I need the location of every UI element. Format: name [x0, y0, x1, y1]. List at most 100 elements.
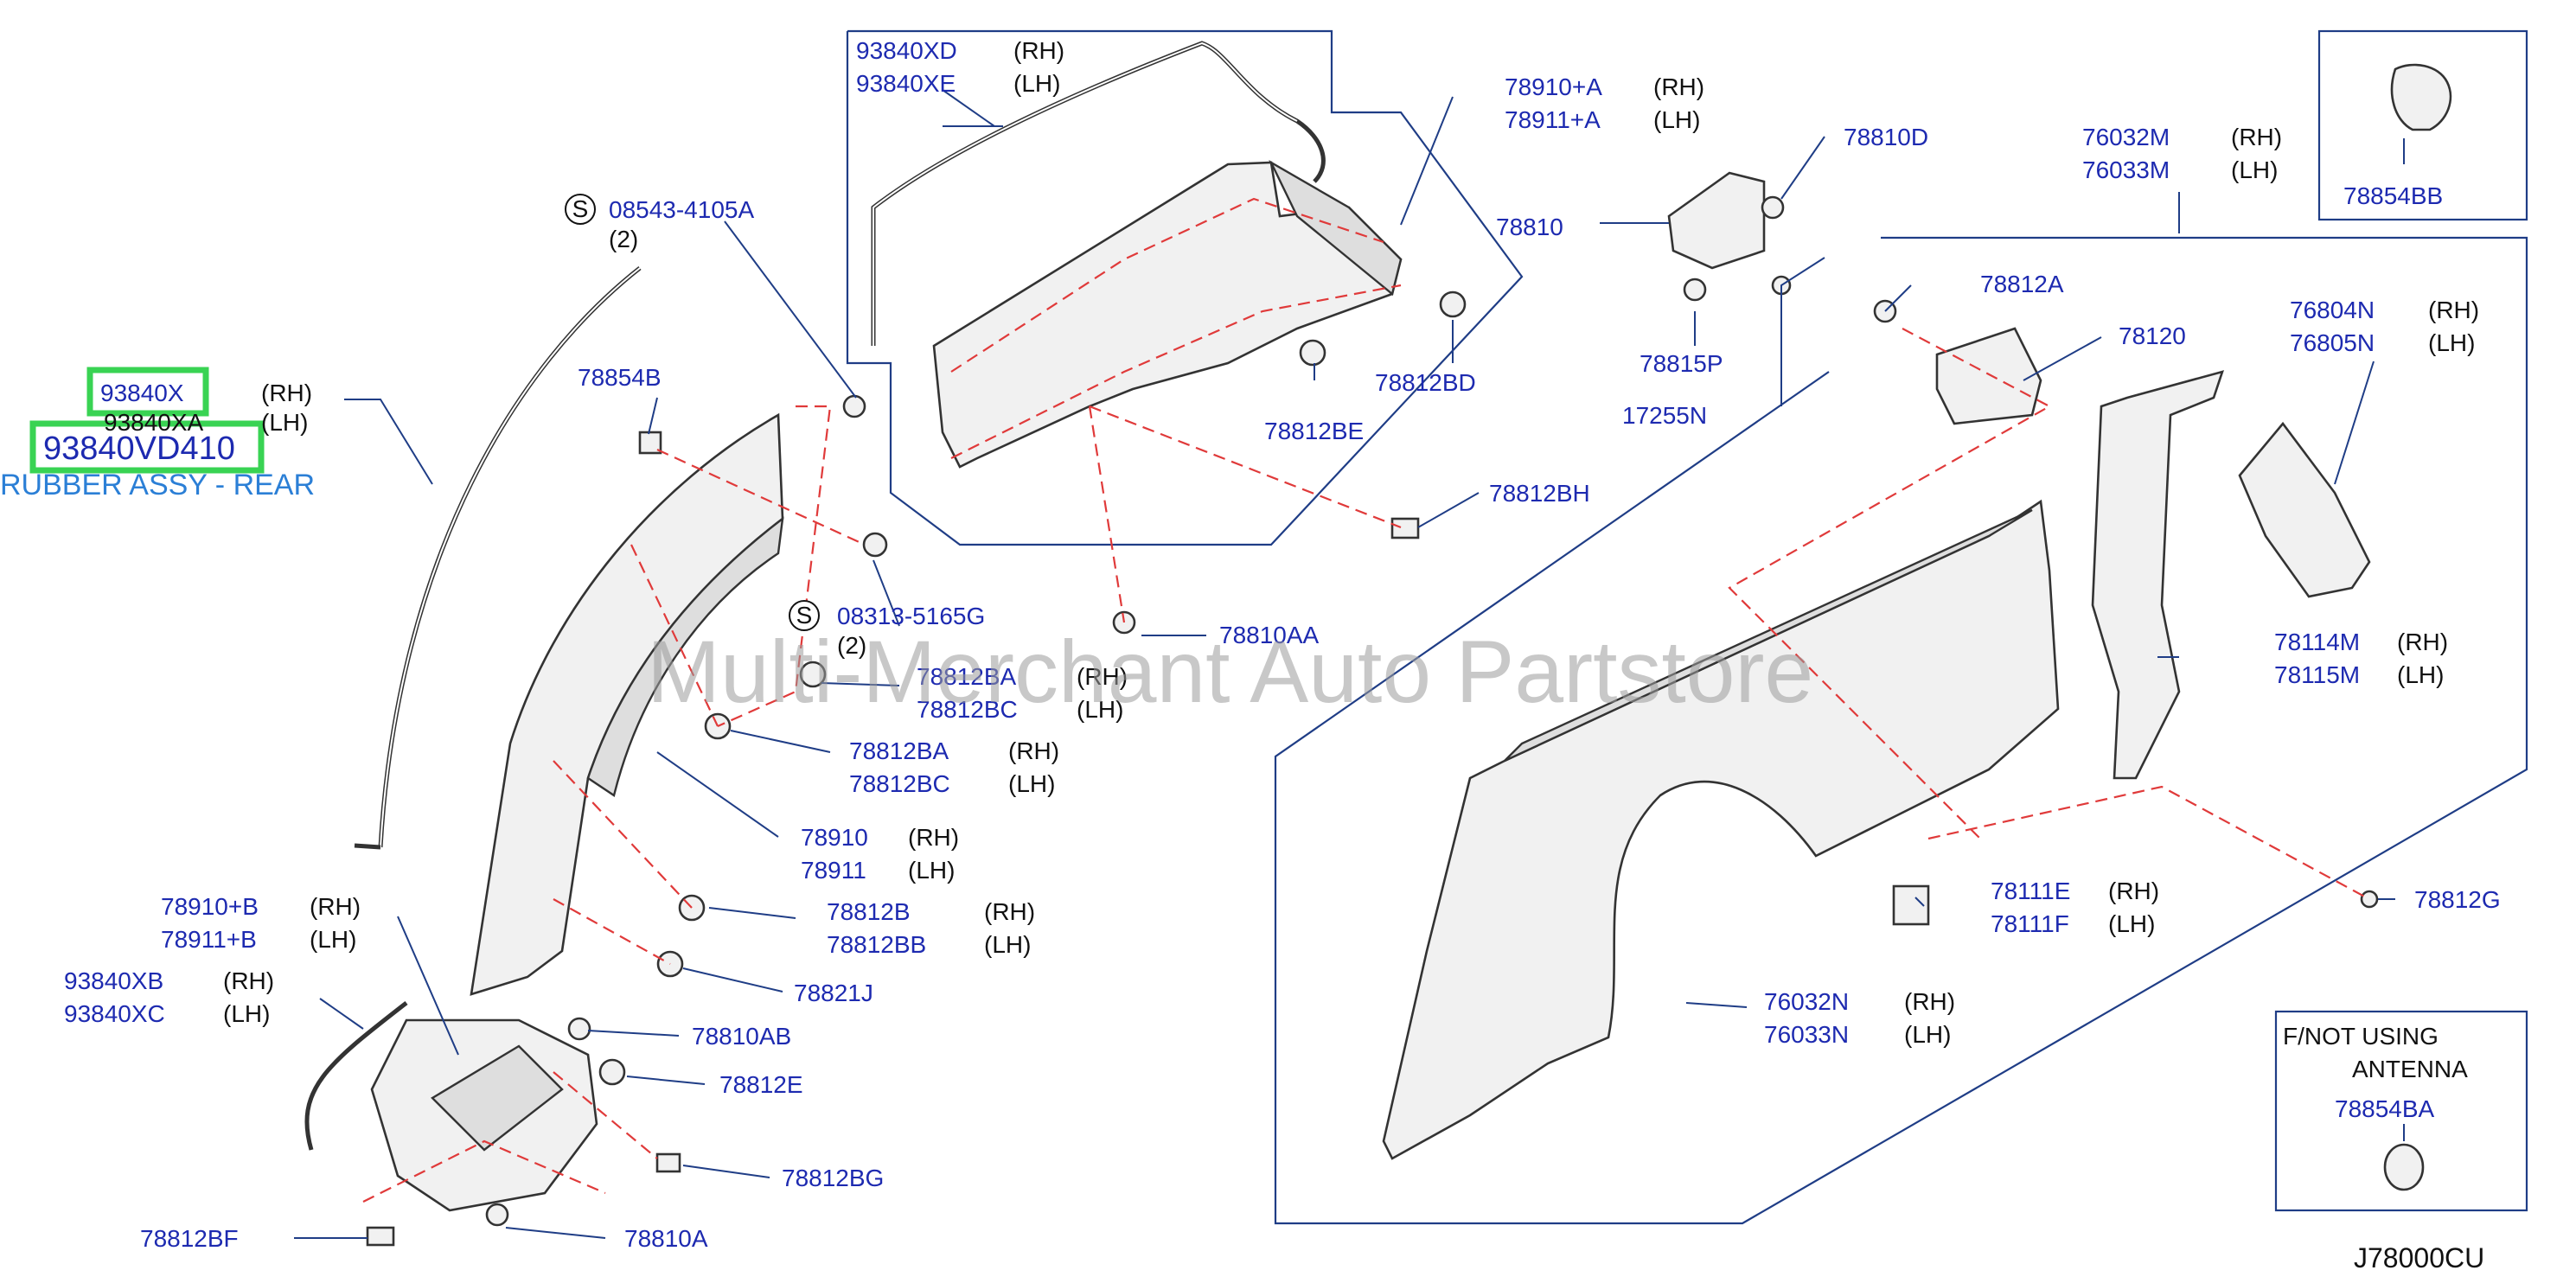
label-78111f[interactable]: 78111F — [1991, 910, 2069, 937]
highlight-part-lh[interactable]: 93840XA — [104, 409, 204, 436]
grommet-78854bb[interactable] — [2390, 63, 2452, 131]
label-17255n[interactable]: 17255N — [1622, 402, 1707, 429]
label-08543-4105a[interactable]: 08543-4105A — [609, 196, 754, 223]
clip-78812be[interactable] — [1299, 339, 1326, 367]
clip-78815p[interactable] — [1683, 278, 1707, 302]
label-78114m[interactable]: 78114M — [2274, 629, 2360, 655]
highlight-box-new-part[interactable] — [29, 420, 265, 474]
svg-text:(RH): (RH) — [2428, 297, 2479, 323]
fuel-filler-lid[interactable] — [1667, 171, 1766, 270]
label-78812bh[interactable]: 78812BH — [1489, 480, 1590, 507]
pillar-panel[interactable] — [2091, 370, 2225, 780]
fuel-filler-housing[interactable] — [1935, 327, 2042, 425]
side-panel-main[interactable] — [1382, 499, 2060, 1160]
label-78812bg[interactable]: 78812BG — [782, 1165, 884, 1191]
clip-78812ba-1[interactable] — [799, 661, 827, 688]
label-93840xc[interactable]: 93840XC — [64, 1000, 165, 1027]
label-78854bb[interactable]: 78854BB — [2343, 182, 2443, 209]
label-78810aa[interactable]: 78810AA — [1219, 622, 1320, 648]
label-78910b[interactable]: 78910+B — [161, 893, 259, 920]
label-78854ba[interactable]: 78854BA — [2335, 1095, 2435, 1122]
label-78911[interactable]: 78911 — [801, 857, 866, 884]
svg-text:(LH): (LH) — [1653, 106, 1700, 133]
label-78854b[interactable]: 78854B — [578, 364, 662, 391]
s-symbol-1: S — [572, 195, 589, 222]
new-part-number[interactable]: 93840VD410 — [43, 431, 235, 467]
part-description: RUBBER ASSY - REAR — [0, 469, 315, 501]
label-78810[interactable]: 78810 — [1496, 214, 1563, 240]
rubber-weatherstrip-short[interactable] — [304, 1001, 408, 1151]
svg-text:(LH): (LH) — [223, 1000, 270, 1027]
trim-panel-upper[interactable] — [932, 161, 1403, 469]
clip-78111e[interactable] — [1892, 884, 1930, 926]
label-93840xb[interactable]: 93840XB — [64, 967, 163, 994]
svg-text:(LH): (LH) — [2108, 910, 2155, 937]
highlight-box-part[interactable] — [86, 367, 209, 417]
label-93840xd[interactable]: 93840XD — [856, 37, 957, 64]
svg-text:(RH): (RH) — [1013, 37, 1064, 64]
label-78812b[interactable]: 78812B — [827, 898, 911, 925]
label-08313-5165g[interactable]: 08313-5165G — [837, 603, 985, 629]
highlight-part-number[interactable]: 93840X — [100, 380, 184, 406]
label-76032n[interactable]: 76032N — [1764, 988, 1849, 1015]
svg-text:(LH): (LH) — [2231, 156, 2278, 183]
label-78910a[interactable]: 78910+A — [1505, 73, 1602, 100]
label-78812bc-2[interactable]: 78812BC — [849, 770, 950, 797]
label-76804n[interactable]: 76804N — [2290, 297, 2375, 323]
clip-78812bg[interactable] — [655, 1152, 681, 1173]
clip-78812bd[interactable] — [1439, 290, 1467, 318]
label-78810a[interactable]: 78810A — [624, 1225, 708, 1252]
svg-text:(RH): (RH) — [1077, 663, 1128, 690]
clip-78810a[interactable] — [485, 1203, 509, 1227]
clip-08543[interactable] — [842, 394, 866, 418]
label-76033n[interactable]: 76033N — [1764, 1021, 1849, 1048]
label-76032m[interactable]: 76032M — [2082, 124, 2170, 150]
trim-strip-76804n[interactable] — [2238, 421, 2371, 598]
label-78812be[interactable]: 78812BE — [1264, 418, 1364, 444]
svg-text:(LH): (LH) — [1904, 1021, 1951, 1048]
svg-text:(RH): (RH) — [310, 893, 361, 920]
label-78812bd[interactable]: 78812BD — [1375, 369, 1476, 396]
label-78812g[interactable]: 78812G — [2414, 886, 2501, 913]
label-78111e[interactable]: 78111E — [1991, 878, 2070, 904]
note-line-1: F/NOT USING — [2283, 1023, 2439, 1050]
label-78911a[interactable]: 78911+A — [1505, 106, 1601, 133]
diagram-ref-code: J78000CU — [2354, 1242, 2484, 1273]
label-78812ba-2[interactable]: 78812BA — [849, 737, 949, 764]
svg-text:(2): (2) — [837, 632, 866, 659]
clip-78812bf[interactable] — [366, 1226, 395, 1247]
label-78120[interactable]: 78120 — [2119, 322, 2186, 349]
clip-78812bh[interactable] — [1390, 517, 1420, 539]
label-78815p[interactable]: 78815P — [1640, 350, 1723, 377]
label-76033m[interactable]: 76033M — [2082, 156, 2170, 183]
group-outline-right — [1274, 236, 2528, 1225]
label-76805n[interactable]: 76805N — [2290, 329, 2375, 356]
svg-text:(RH): (RH) — [2108, 878, 2159, 904]
svg-text:(LH): (LH) — [1077, 696, 1123, 723]
label-78115m[interactable]: 78115M — [2274, 661, 2360, 688]
label-78911b[interactable]: 78911+B — [161, 926, 257, 953]
clip-78810d[interactable] — [1761, 195, 1785, 220]
label-78812bc-1[interactable]: 78812BC — [917, 696, 1018, 723]
clip-78810ab[interactable] — [567, 1017, 591, 1041]
label-78812a[interactable]: 78812A — [1980, 271, 2064, 297]
label-78810ab[interactable]: 78810AB — [692, 1023, 791, 1050]
label-78910[interactable]: 78910 — [801, 824, 868, 851]
clip-08313[interactable] — [862, 532, 888, 558]
label-78812ba-1[interactable]: 78812BA — [917, 663, 1017, 690]
label-78812bb[interactable]: 78812BB — [827, 931, 926, 958]
label-78821j[interactable]: 78821J — [794, 980, 873, 1006]
clip-78812g[interactable] — [2360, 890, 2379, 909]
clip-78812e[interactable] — [598, 1058, 626, 1086]
group-outline-top — [846, 29, 1524, 546]
label-78810d[interactable]: 78810D — [1844, 124, 1928, 150]
svg-text:(LH): (LH) — [908, 857, 955, 884]
label-78812e[interactable]: 78812E — [719, 1071, 803, 1098]
svg-text:(RH): (RH) — [908, 824, 959, 851]
antenna-cap[interactable] — [2383, 1143, 2425, 1191]
label-93840xe[interactable]: 93840XE — [856, 70, 956, 97]
label-78812bf[interactable]: 78812BF — [140, 1225, 239, 1252]
svg-text:(RH): (RH) — [2397, 629, 2448, 655]
